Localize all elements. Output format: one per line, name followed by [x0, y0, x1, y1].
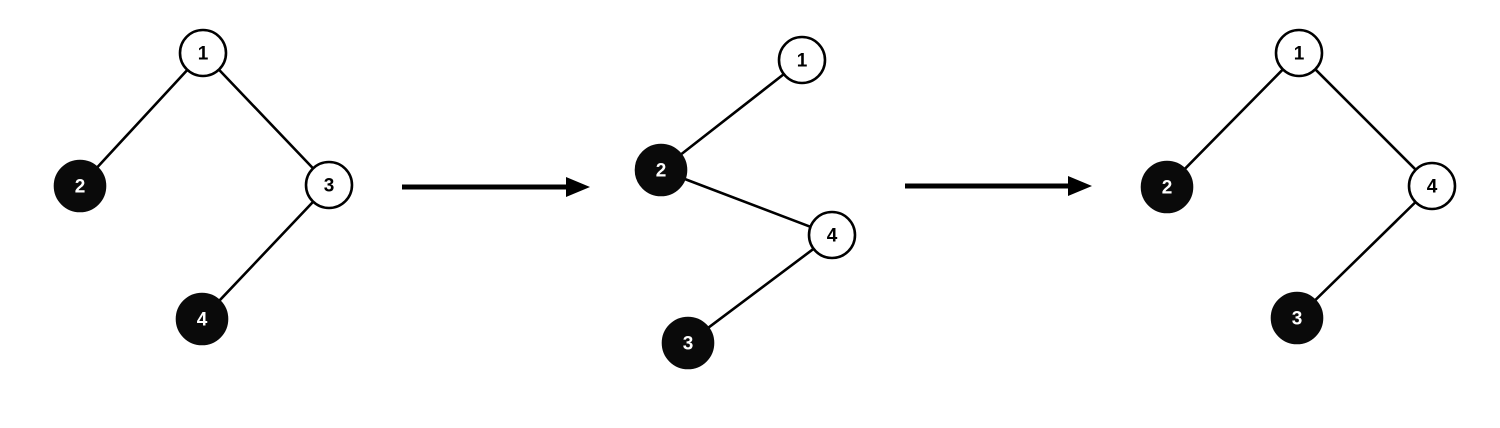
node-circle[interactable]	[777, 35, 827, 85]
graph-node-3[interactable]: 3	[661, 316, 715, 370]
node-circle[interactable]	[1140, 160, 1194, 214]
node-circle[interactable]	[178, 28, 228, 78]
graph-node-2[interactable]: 2	[53, 159, 107, 213]
node-circle[interactable]	[304, 160, 354, 210]
graph-edge-n4-n3	[705, 246, 816, 330]
graph-node-2[interactable]: 2	[1140, 160, 1194, 214]
arrow-head-icon	[1068, 176, 1092, 196]
final-tree-nodes: 1 2 4 3	[1140, 28, 1457, 345]
graph-edge-n4-n3	[1312, 200, 1418, 303]
graph-node-4[interactable]: 4	[807, 210, 857, 260]
graph-edge-n1-n2	[94, 67, 190, 170]
node-circle[interactable]	[1270, 291, 1324, 345]
arrows-layer	[402, 176, 1092, 197]
transition-arrow-1	[402, 177, 590, 197]
arrow-head-icon	[566, 177, 590, 197]
nodes-layer: 1 2 3 4 1 2 4 3 1 2 4 3	[53, 28, 1457, 370]
graph-node-1[interactable]: 1	[178, 28, 228, 78]
graph-node-3[interactable]: 3	[1270, 291, 1324, 345]
node-circle[interactable]	[634, 143, 688, 197]
graph-node-3[interactable]: 3	[304, 160, 354, 210]
initial-tree-edges	[94, 67, 316, 303]
node-circle[interactable]	[807, 210, 857, 260]
node-circle[interactable]	[1274, 28, 1324, 78]
graph-node-1[interactable]: 1	[1274, 28, 1324, 78]
graph-node-2[interactable]: 2	[634, 143, 688, 197]
graph-node-4[interactable]: 4	[1407, 161, 1457, 211]
graph-edge-n2-n1	[678, 72, 786, 157]
node-circle[interactable]	[53, 159, 107, 213]
intermediate-tree-edges	[678, 72, 816, 330]
node-circle[interactable]	[1407, 161, 1457, 211]
node-circle[interactable]	[661, 316, 715, 370]
graph-edge-n1-n4	[1313, 67, 1418, 172]
graph-edge-n2-n4	[682, 177, 813, 229]
node-circle[interactable]	[175, 292, 229, 346]
transition-arrow-2	[905, 176, 1092, 196]
graph-edge-n1-n2	[1182, 67, 1285, 172]
edges-layer	[94, 67, 1418, 330]
initial-tree-nodes: 1 2 3 4	[53, 28, 354, 346]
graph-edge-n1-n3	[216, 67, 316, 171]
graph-edge-n3-n4	[217, 199, 316, 303]
graph-node-1[interactable]: 1	[777, 35, 827, 85]
graph-node-4[interactable]: 4	[175, 292, 229, 346]
final-tree-edges	[1182, 67, 1418, 303]
